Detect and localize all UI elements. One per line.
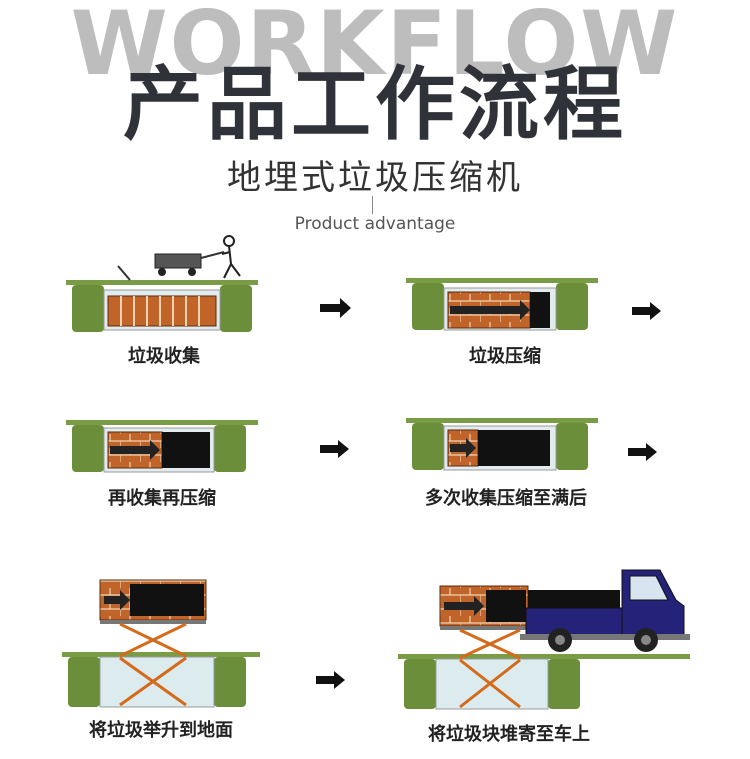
- page-title: 产品工作流程: [123, 58, 627, 151]
- page-subtitle: 地埋式垃圾压缩机: [227, 158, 523, 198]
- arrow-right-icon: [320, 298, 351, 318]
- divider: [372, 196, 373, 214]
- step-5-label: 将垃圾举升到地面: [89, 720, 233, 741]
- step-1-diagram: [66, 235, 258, 332]
- arrow-right-icon: [632, 302, 661, 320]
- step-1-label: 垃圾收集: [128, 346, 200, 367]
- tagline: Product advantage: [294, 214, 456, 234]
- step-3-diagram: [66, 420, 258, 473]
- step-2-label: 垃圾压缩: [469, 346, 541, 367]
- step-2-diagram: [406, 278, 598, 331]
- truck-icon: [520, 569, 690, 652]
- step-4-label: 多次收集压缩至满后: [425, 488, 587, 509]
- arrow-right-icon: [316, 671, 345, 689]
- background-word: WORKFLOW: [70, 0, 680, 95]
- step-4-diagram: [406, 418, 598, 471]
- arrow-right-icon: [628, 443, 657, 461]
- step-3-label: 再收集再压缩: [108, 488, 216, 509]
- person-icon: [221, 235, 241, 279]
- cart-icon: [154, 251, 225, 276]
- step-6-label: 将垃圾块堆寄至车上: [428, 724, 590, 745]
- arrow-right-icon: [320, 440, 349, 458]
- step-5-diagram: [62, 579, 260, 708]
- step-6-diagram: [398, 569, 690, 710]
